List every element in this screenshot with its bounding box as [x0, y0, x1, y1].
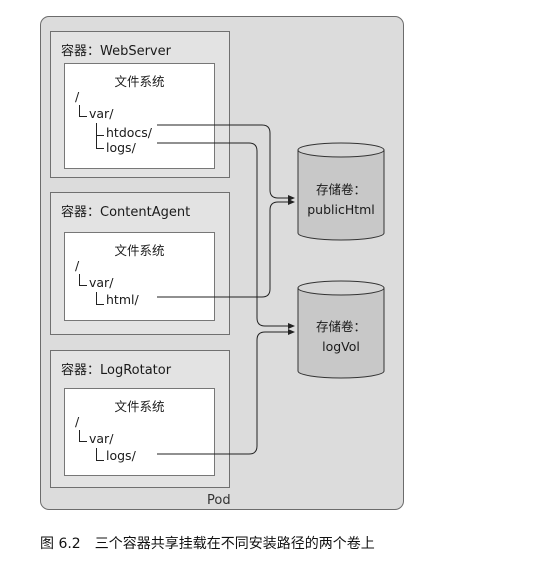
filesystem-title: 文件系统: [114, 399, 165, 414]
path-var: var/: [89, 106, 114, 121]
pod-label: Pod: [207, 493, 231, 508]
figure-caption: 图 6.2 三个容器共享挂载在不同安装路径的两个卷上: [40, 533, 375, 553]
arrowhead: [288, 323, 295, 329]
tree-branch: [96, 135, 104, 149]
container-title: 容器：ContentAgent: [61, 205, 191, 220]
path-var: var/: [89, 275, 114, 290]
cylinder-body: [297, 287, 385, 379]
filesystem-box: 文件系统 / var/ html/: [64, 232, 215, 321]
path-var: var/: [89, 431, 114, 446]
volume-name: publicHtml: [307, 202, 375, 217]
volume-label-publichtml: 存储卷： publicHtml: [296, 180, 386, 220]
mount-line-html: [157, 201, 289, 298]
path-htdocs: htdocs/: [106, 125, 153, 140]
container-title: 容器：WebServer: [61, 44, 171, 59]
arrowhead: [288, 329, 295, 335]
tree-branch: [79, 274, 87, 286]
tree-branch: [96, 123, 104, 136]
cylinder-top: [297, 280, 385, 296]
filesystem-title: 文件系统: [114, 243, 165, 258]
container-title: 容器：LogRotator: [61, 363, 172, 378]
caption-number: 图 6.2: [40, 536, 81, 552]
volume-label-logvol: 存储卷： logVol: [296, 317, 386, 357]
volume-logvol: [297, 280, 385, 379]
tree-branch: [96, 292, 104, 305]
arrowhead: [288, 195, 295, 201]
arrowhead: [288, 199, 295, 205]
mount-line-htdocs: [157, 124, 289, 199]
filesystem-title: 文件系统: [114, 74, 165, 89]
container-contentagent: 容器：ContentAgent 文件系统 / var/ html/: [50, 192, 230, 335]
filesystem-box: 文件系统 / var/ htdocs/ logs/: [64, 63, 215, 169]
caption-text: 三个容器共享挂载在不同安装路径的两个卷上: [94, 536, 375, 552]
path-root: /: [75, 414, 80, 429]
path-logs: logs/: [106, 448, 136, 463]
mount-line-logs-logrotator: [157, 331, 289, 455]
container-logrotator: 容器：LogRotator 文件系统 / var/ logs/: [50, 350, 230, 488]
tree-branch: [79, 430, 87, 442]
path-html: html/: [106, 292, 139, 307]
cylinder-body: [297, 149, 385, 241]
tree-branch: [96, 448, 104, 461]
cylinder-top: [297, 142, 385, 158]
volume-name: logVol: [322, 339, 360, 354]
container-webserver: 容器：WebServer 文件系统 / var/ htdocs/ logs/: [50, 31, 230, 178]
path-root: /: [75, 89, 80, 104]
mount-line-logs-webserver: [157, 142, 289, 327]
filesystem-box: 文件系统 / var/ logs/: [64, 388, 215, 476]
tree-branch: [79, 105, 87, 117]
path-logs: logs/: [106, 140, 136, 155]
path-root: /: [75, 258, 80, 273]
volume-kind: 存储卷：: [315, 182, 366, 197]
volume-publichtml: [297, 142, 385, 241]
volume-kind: 存储卷：: [315, 319, 366, 334]
